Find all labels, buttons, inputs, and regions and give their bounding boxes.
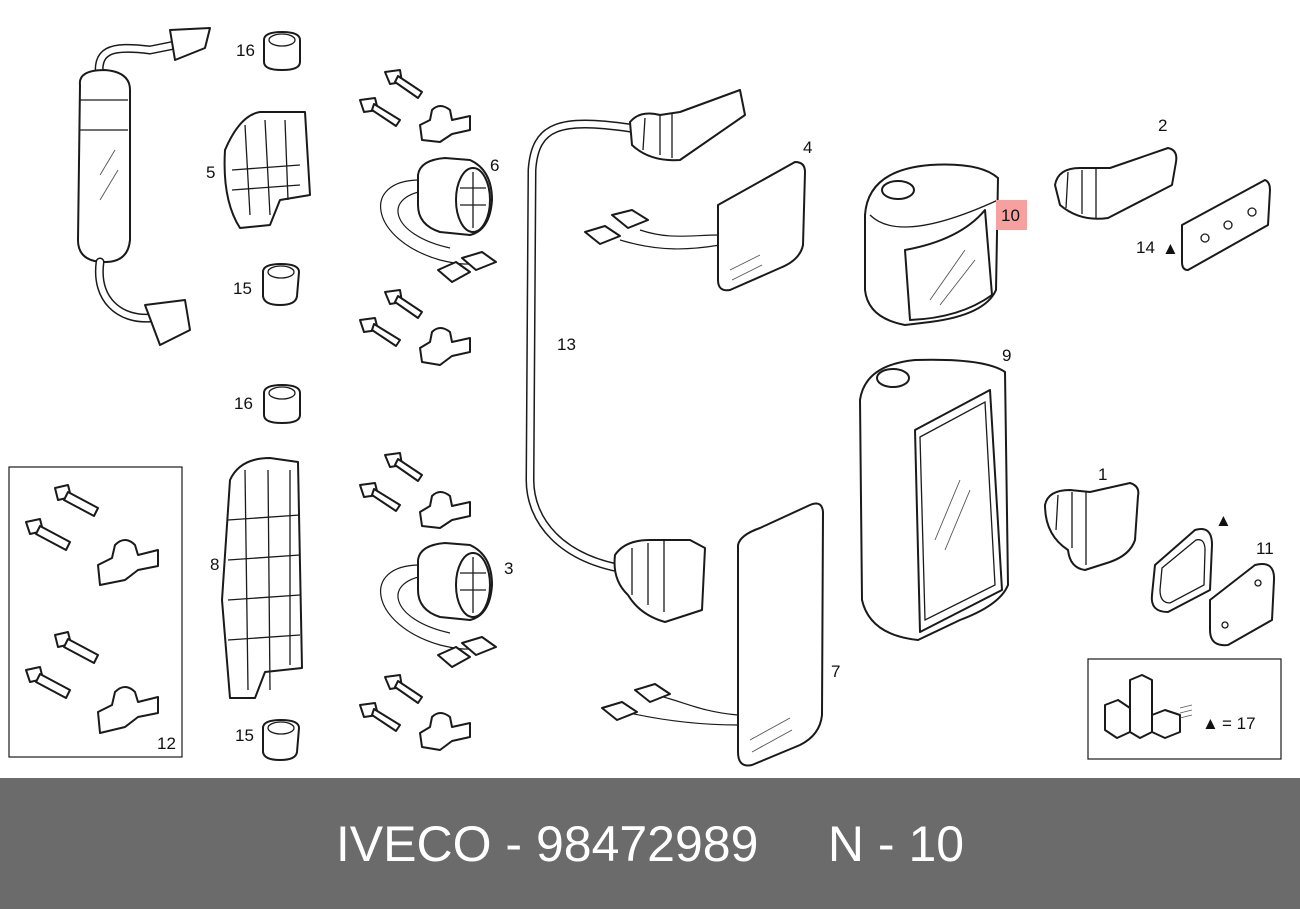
fasteners-upper-b xyxy=(359,289,471,366)
connector-3 xyxy=(380,542,497,668)
caption-separator-2: - xyxy=(877,815,895,872)
callout-3: 3 xyxy=(504,559,513,578)
callout-5: 5 xyxy=(206,163,215,182)
mirror-head-9 xyxy=(859,358,1009,641)
boot-1 xyxy=(1044,482,1140,571)
position-number: 10 xyxy=(908,815,965,872)
bushing-15-bottom xyxy=(262,719,300,761)
callout-6: 6 xyxy=(490,156,499,175)
part-bracket-5 xyxy=(223,111,311,229)
part-mirror-arm-left xyxy=(77,27,211,346)
legend-triangle: ▲ xyxy=(1202,714,1219,733)
callout-1: 1 xyxy=(1098,465,1107,484)
bushing-16-bottom xyxy=(263,384,301,424)
fasteners-lower-b xyxy=(359,674,471,751)
parts-diagram: 1 2 3 4 5 6 7 8 9 10 11 12 13 14 ▲ ▲ 15 … xyxy=(8,27,1282,767)
bushing-15-top xyxy=(262,263,300,306)
callout-15-top: 15 xyxy=(233,279,252,298)
caption-separator-1: - xyxy=(505,815,523,872)
callout-10: 10 xyxy=(1001,206,1020,225)
legend-text: = 17 xyxy=(1222,714,1256,733)
gasket-upper xyxy=(1150,528,1213,613)
callout-10-highlight xyxy=(996,200,1027,230)
callout-15-bottom: 15 xyxy=(235,726,254,745)
triangle-marker-gasket: ▲ xyxy=(1215,511,1232,530)
legend-box xyxy=(1087,658,1282,760)
triangle-marker-14: ▲ xyxy=(1162,239,1179,258)
callout-14: 14 xyxy=(1136,238,1155,257)
part-bracket-8 xyxy=(221,457,303,699)
bushing-16-top xyxy=(263,31,301,71)
boot-2 xyxy=(1054,147,1178,220)
fasteners-lower-a xyxy=(359,452,471,529)
mirror-glass-4 xyxy=(584,161,806,292)
fasteners-upper-a xyxy=(359,69,471,143)
position-prefix: N xyxy=(827,815,864,872)
kit-box-12 xyxy=(8,466,183,758)
mirror-glass-7 xyxy=(601,502,824,767)
part-number: 98472989 xyxy=(535,815,759,872)
mirror-head-10 xyxy=(864,163,999,326)
callout-4: 4 xyxy=(803,138,812,157)
callout-11: 11 xyxy=(1256,539,1274,558)
callout-12: 12 xyxy=(157,734,176,753)
callout-16-top: 16 xyxy=(236,41,255,60)
callout-9: 9 xyxy=(1002,346,1011,365)
part-caption-bar: IVECO - 98472989 N - 10 xyxy=(0,778,1300,909)
gasket-14 xyxy=(1181,179,1271,271)
connector-6 xyxy=(380,157,497,283)
callout-16-bottom: 16 xyxy=(234,394,253,413)
gasket-11 xyxy=(1209,563,1276,647)
callout-2: 2 xyxy=(1158,116,1167,135)
callout-13: 13 xyxy=(557,335,576,354)
callout-8: 8 xyxy=(210,555,219,574)
cable-13 xyxy=(525,89,746,623)
brand-name: IVECO xyxy=(335,815,492,872)
callout-7: 7 xyxy=(831,662,840,681)
